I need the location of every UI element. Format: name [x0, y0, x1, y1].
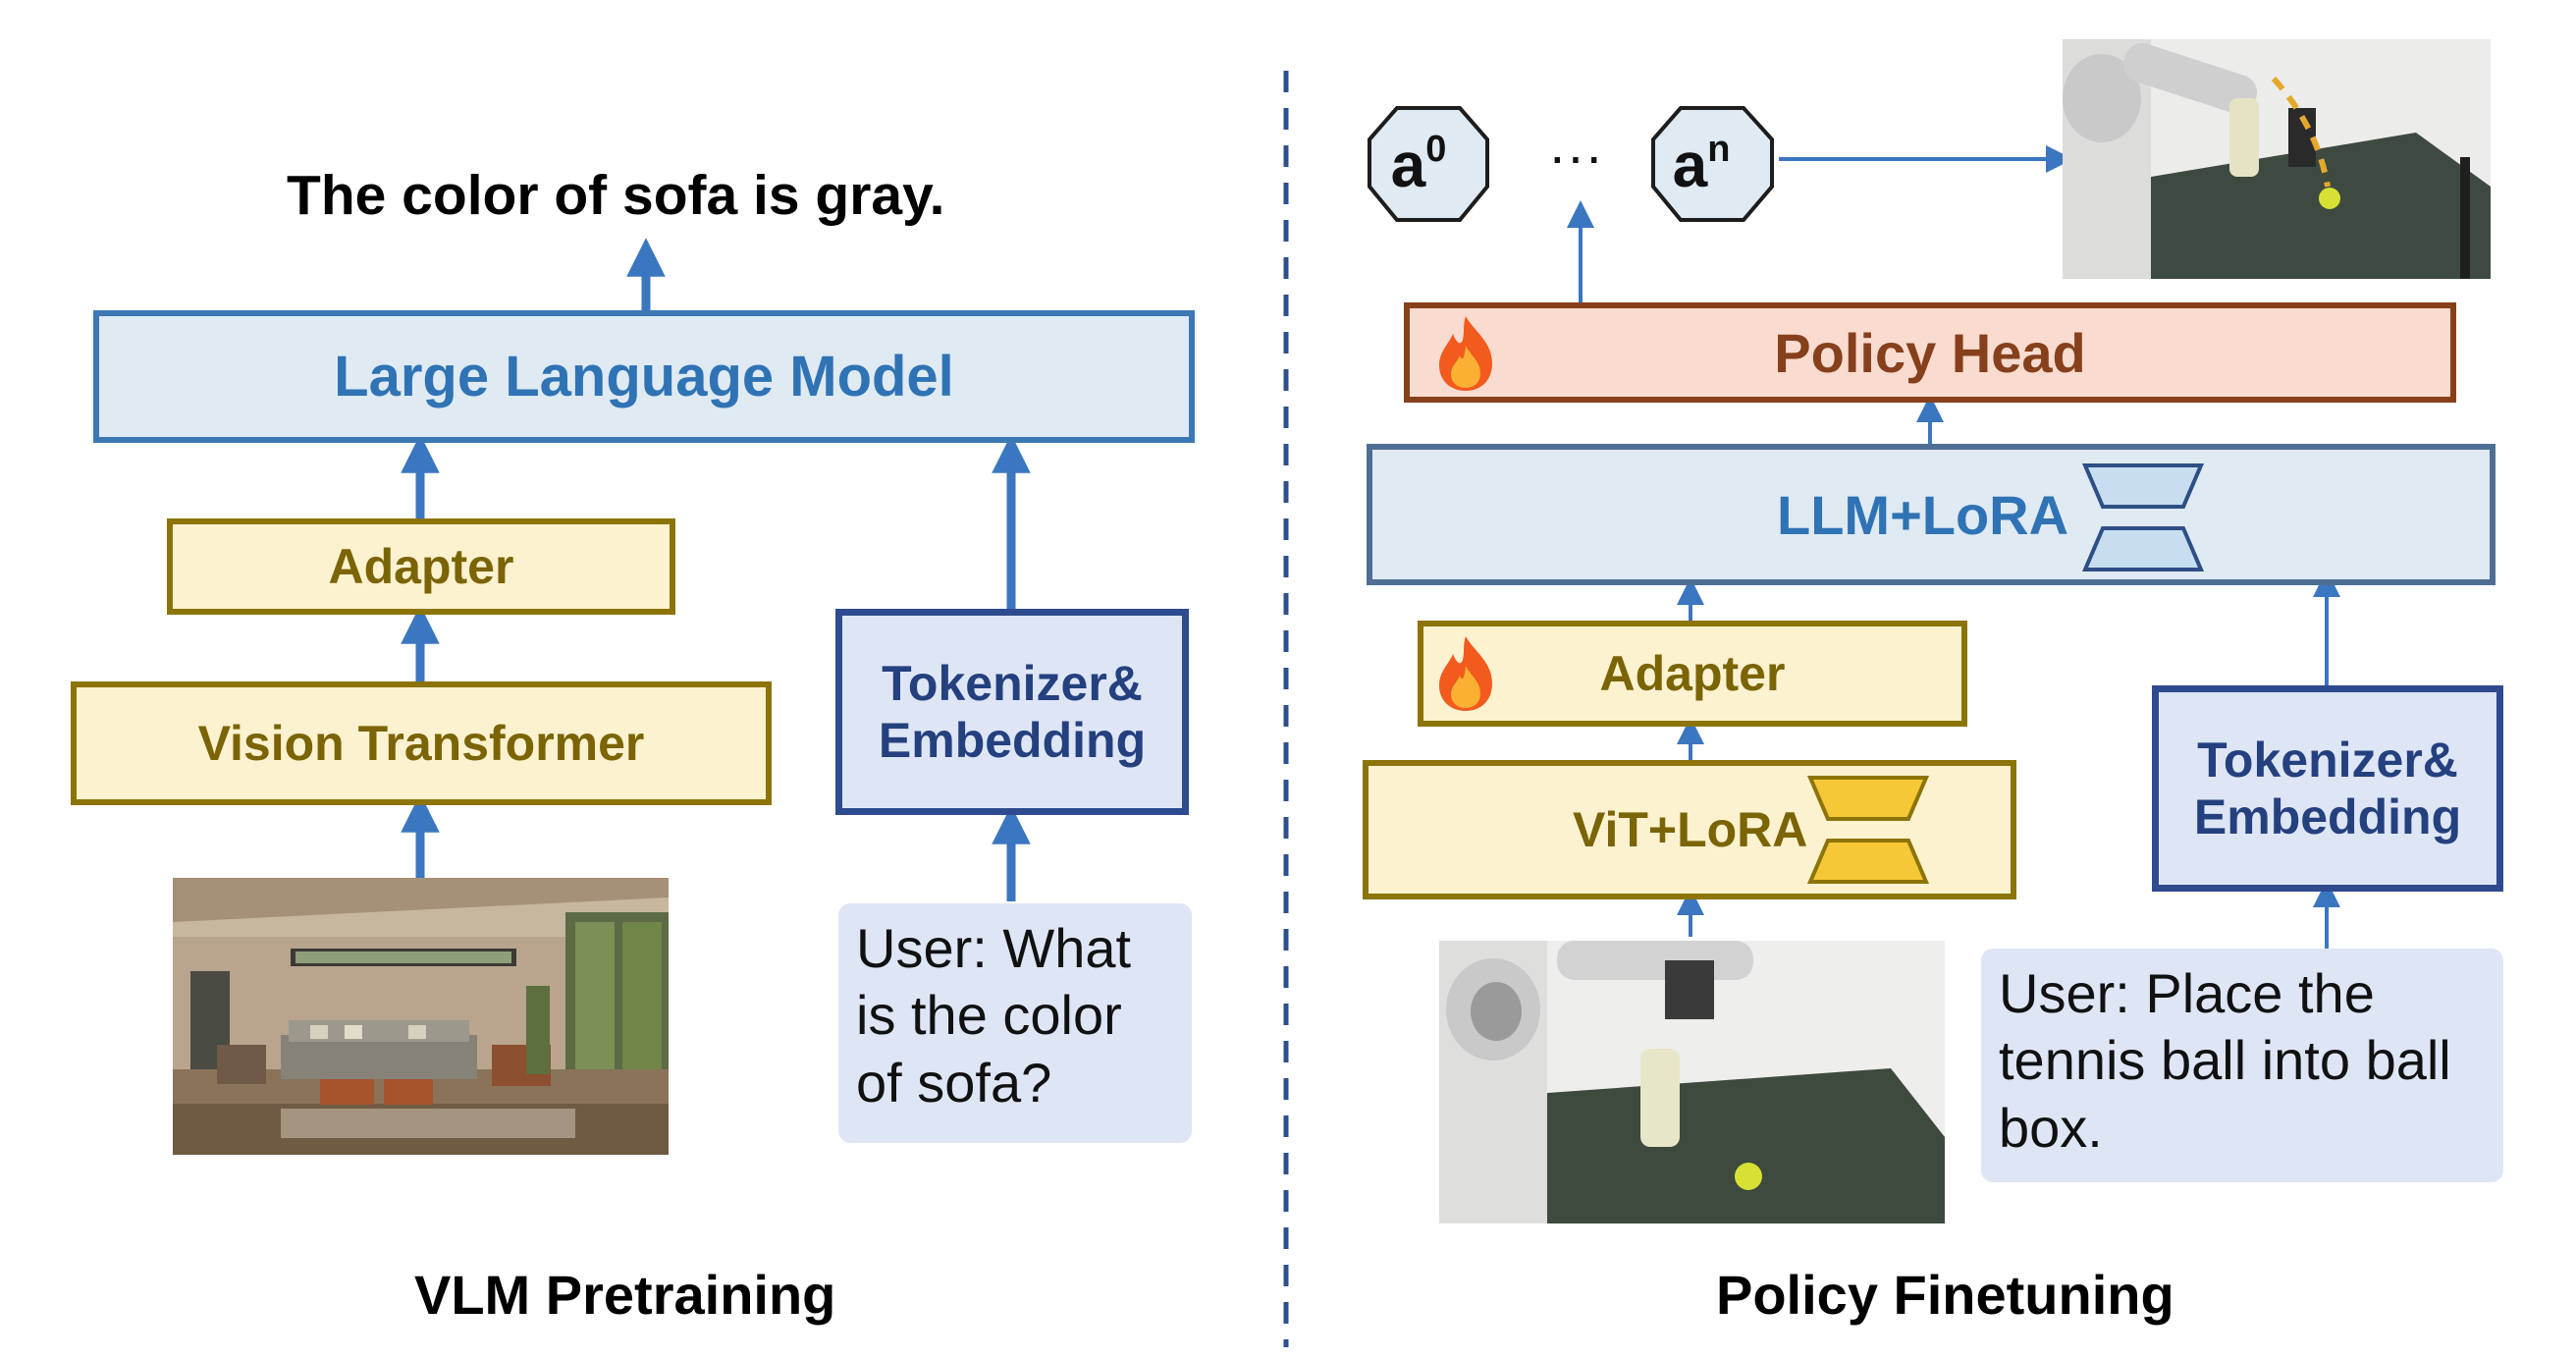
action-ellipsis: ···	[1548, 125, 1603, 187]
living-room-photo	[173, 878, 669, 1155]
user-prompt-text-left: User: What is the color of sofa?	[856, 917, 1132, 1114]
adapter-label-left: Adapter	[328, 539, 514, 594]
user-prompt-left: User: What is the color of sofa?	[838, 903, 1192, 1143]
tokenizer-label-line1-right: Tokenizer&	[2197, 732, 2458, 788]
policy-head-box: Policy Head	[1404, 302, 2456, 403]
robot-input-photo	[1439, 941, 1945, 1223]
tokenizer-box-right: Tokenizer& Embedding	[2152, 685, 2503, 892]
left-output-text: The color of sofa is gray.	[287, 164, 945, 227]
lora-hourglass-icon	[1806, 776, 1930, 884]
adapter-box-right: Adapter	[1418, 621, 1967, 727]
adapter-label-right: Adapter	[1599, 646, 1786, 701]
tokenizer-label-line2-right: Embedding	[2193, 789, 2462, 844]
large-language-model-label: Large Language Model	[334, 345, 954, 408]
living-room-illustration	[173, 878, 669, 1155]
llm-lora-label: LLM+LoRA	[1777, 483, 2069, 546]
large-language-model-box: Large Language Model	[93, 310, 1195, 443]
robot-result-photo	[2063, 39, 2491, 279]
caption-vlm-pretraining: VLM Pretraining	[414, 1264, 836, 1326]
adapter-box-left: Adapter	[167, 518, 675, 615]
vit-lora-label: ViT+LoRA	[1573, 802, 1808, 857]
llm-lora-box: LLM+LoRA	[1367, 444, 2496, 585]
user-prompt-right: User: Place the tennis ball into ball bo…	[1981, 949, 2503, 1182]
fire-icon	[1439, 316, 1492, 391]
action-octagon-first	[1368, 106, 1489, 222]
tokenizer-box-left: Tokenizer& Embedding	[835, 609, 1189, 815]
vision-transformer-label: Vision Transformer	[197, 716, 645, 771]
robot-result-illustration	[2063, 39, 2491, 279]
lora-hourglass-icon	[2081, 463, 2205, 571]
action-octagon-last	[1651, 106, 1774, 222]
fire-icon	[1439, 636, 1492, 711]
tokenizer-label-line2-left: Embedding	[878, 713, 1147, 768]
caption-policy-finetuning: Policy Finetuning	[1716, 1264, 2174, 1326]
robot-input-illustration	[1439, 941, 1945, 1223]
action-last: an	[1673, 129, 1731, 200]
vision-transformer-box: Vision Transformer	[71, 681, 772, 805]
policy-head-label: Policy Head	[1774, 321, 2086, 384]
action-first: a0	[1391, 129, 1447, 200]
user-prompt-text-right: User: Place the tennis ball into ball bo…	[1999, 962, 2451, 1159]
tokenizer-label-line1-left: Tokenizer&	[882, 655, 1143, 711]
